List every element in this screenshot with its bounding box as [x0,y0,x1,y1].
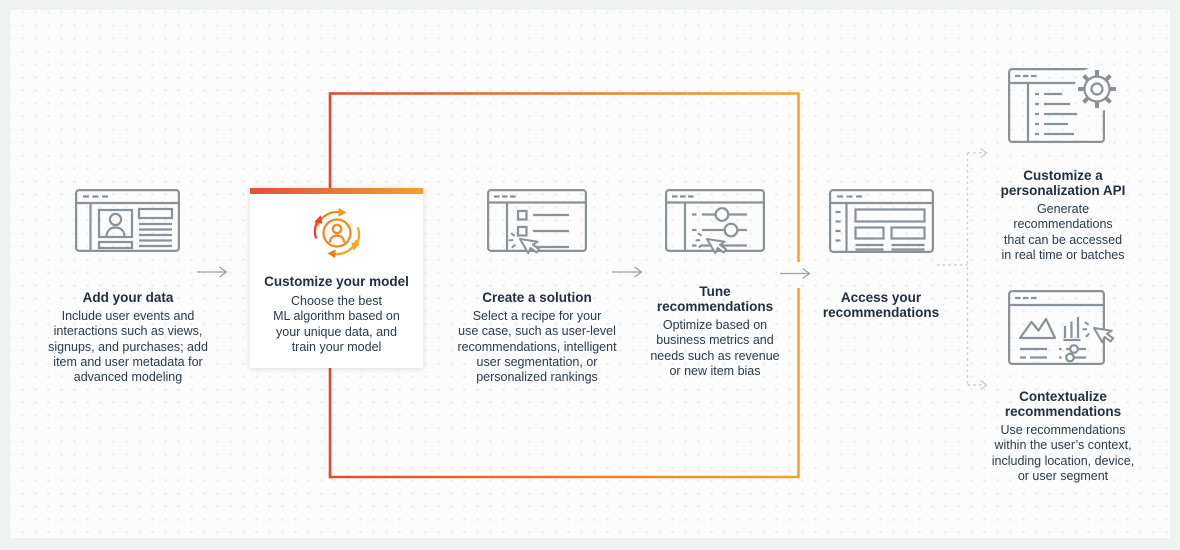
text-box [137,207,174,220]
output-title: Customize a personalization API [1000,168,1126,198]
text-lines [1020,347,1047,359]
output-description: Generate recommendations that can be acc… [1001,202,1125,262]
api-gear-window-icon [1008,66,1120,148]
browser-window [829,189,935,253]
content-box-left [854,226,885,240]
hero-box [854,208,926,223]
pointer-arrow [519,238,541,255]
click-spark-icon [1082,321,1090,338]
arrow-tune-to-access [780,267,811,280]
checkbox-1 [516,209,528,221]
gear-hub [1090,82,1104,96]
browser-window [1008,290,1106,366]
recipe-select-window-icon [487,189,588,255]
step-title: Create a solution [482,290,592,305]
person-head [331,223,342,235]
step-create-a-solution: Create a solution Select a recipe for yo… [447,290,627,385]
portrait-frame [97,208,134,239]
card-accent-bar [250,188,423,194]
dotted-background [10,10,1170,538]
context-analytics-window-icon [1008,290,1115,368]
mountain-chart-icon [1018,317,1057,340]
arrowhead-bottom [326,249,336,259]
pointer-arrow [1093,327,1115,344]
person-torso [328,234,345,243]
browser-window [75,189,181,252]
card-title: Customize your model [264,274,409,289]
step-tune-recommendations: Tune recommendations Optimize based on b… [635,284,795,379]
arrowhead-left [313,215,322,224]
cursor-icon [1082,321,1115,344]
pointer-arrow [706,238,728,255]
text-lines [855,243,925,251]
step-customize-your-model-card: Customize your model Choose the best ML … [250,188,423,368]
dotted-arrowhead-bottom [980,379,988,391]
slider-knob-2 [1065,352,1075,363]
arrowhead-top [337,207,347,217]
dotted-arrowhead-top [980,147,988,159]
text-lines [139,222,172,248]
arrow-data-to-model [197,266,228,278]
checkbox-2 [516,225,528,237]
step-title: Tune recommendations [656,284,774,314]
sliders-window-icon [665,189,766,255]
content-box-right [890,226,926,240]
code-lines [1035,92,1077,136]
slider-knob-2 [723,222,739,238]
caption-box [97,240,134,250]
click-spark-icon [508,232,516,249]
cycle-arc-top [315,210,340,227]
slider-knob-1 [1069,344,1079,354]
step-description: Optimize based on business metrics and n… [650,318,780,378]
gear-icon [1074,66,1120,112]
user-data-window-icon [75,189,181,252]
arrow-solution-to-tune [612,266,643,278]
bar-chart-icon [1063,317,1081,342]
cursor-icon [695,232,728,255]
person-torso [105,226,126,238]
slider-knob-1 [714,207,730,222]
dotted-branch-lines [937,152,985,386]
output-customize-personalization-api: Customize a personalization API Generate… [983,168,1143,263]
output-contextualize-recommendations: Contextualize recommendations Use recomm… [981,389,1145,484]
step-access-your-recommendations: Access your recommendations [800,290,962,324]
step-add-your-data: Add your data Include user events and in… [28,290,228,385]
step-description: Include user events and interactions suc… [48,309,208,385]
click-spark-icon [695,232,703,249]
sidebar-dashes [835,210,841,242]
arrowhead-right [351,242,360,251]
person-head [108,212,123,227]
card-description: Choose the best ML algorithm based on yo… [273,294,400,354]
step-title: Add your data [82,290,174,305]
results-layout-window-icon [829,189,935,253]
gear-body [1083,75,1111,103]
gear-teeth [1078,70,1116,108]
output-description: Use recommendations within the user’s co… [991,423,1135,483]
output-title: Contextualize recommendations [1004,389,1122,419]
step-title: Access your recommendations [822,290,940,320]
cursor-icon [508,232,541,255]
model-training-cycle-icon [308,204,366,262]
cycle-arc-bottom [333,239,358,256]
person-circle [321,218,352,248]
step-description: Select a recipe for your use case, such … [457,309,617,385]
